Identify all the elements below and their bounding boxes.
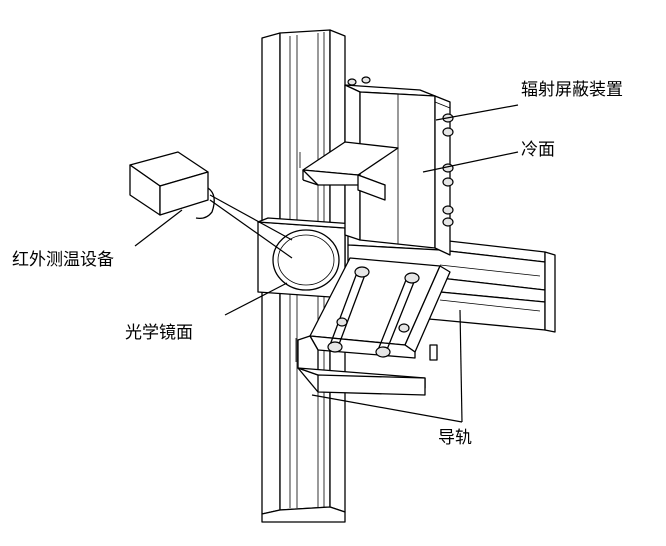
infrared-beam-line <box>209 199 293 259</box>
radiation-shield-device <box>302 76 454 256</box>
leader-line-guide-rail-vertical <box>311 394 463 423</box>
leader-line-radiation-shield <box>435 104 519 121</box>
label-infrared-device: 红外测温设备 <box>12 250 114 270</box>
leader-line-infrared-device <box>134 209 183 247</box>
label-radiation-shield: 辐射屏蔽装置 <box>521 80 623 100</box>
leader-line-optical-mirror <box>224 282 288 316</box>
infrared-device <box>129 151 215 220</box>
infrared-beam-line <box>209 194 293 241</box>
label-optical-mirror: 光学镜面 <box>125 323 193 343</box>
optical-mirror <box>257 217 356 299</box>
label-guide-rail: 导轨 <box>438 428 472 448</box>
leader-line-guide-rail-horizontal <box>459 309 463 423</box>
label-cold-surface: 冷面 <box>521 140 555 160</box>
slider-carriage <box>297 257 451 396</box>
leader-line-cold-surface <box>422 151 519 173</box>
